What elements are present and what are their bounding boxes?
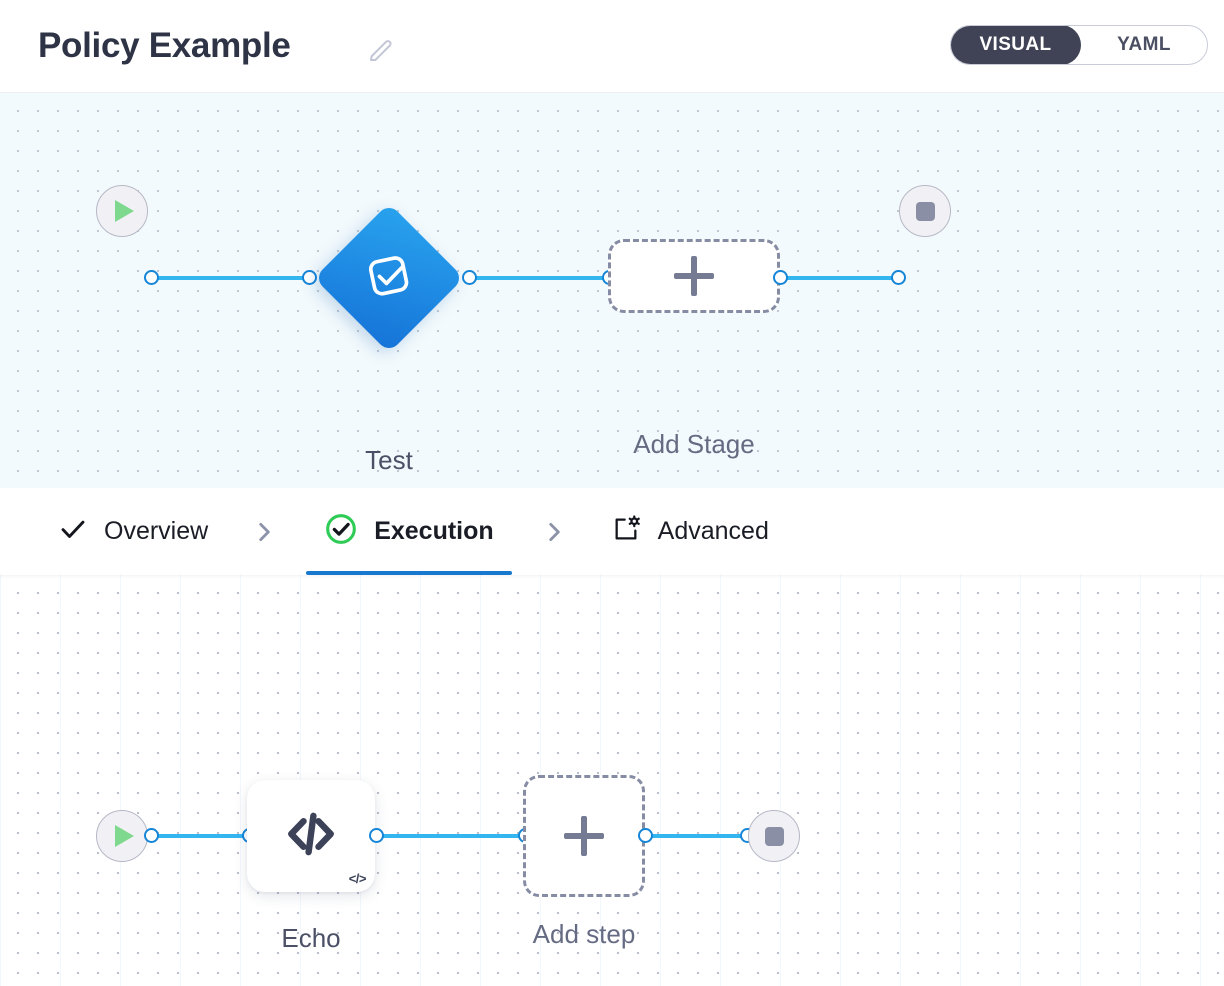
add-stage-button[interactable] bbox=[608, 239, 780, 313]
toggle-option-visual[interactable]: VISUAL bbox=[951, 26, 1081, 64]
stage-label-test: Test bbox=[365, 445, 413, 475]
connector-dot-addstage-out[interactable] bbox=[773, 270, 788, 285]
connector-dot-end-in[interactable] bbox=[891, 270, 906, 285]
stop-icon-2 bbox=[764, 826, 784, 846]
check-icon bbox=[58, 514, 88, 549]
step-label-echo: Echo bbox=[281, 923, 341, 953]
end-node-circle[interactable] bbox=[899, 185, 951, 237]
plus-icon bbox=[674, 256, 714, 296]
check-circle-icon bbox=[324, 512, 358, 551]
code-icon bbox=[279, 802, 343, 871]
stage-pipeline-canvas[interactable]: Test Add Stage bbox=[0, 93, 1224, 488]
step-pipeline-canvas[interactable]: </> Echo Add step bbox=[0, 575, 1224, 986]
page-header: Policy Example VISUAL YAML bbox=[0, 0, 1224, 93]
approval-check-icon bbox=[363, 250, 415, 307]
pencil-icon[interactable] bbox=[366, 35, 396, 65]
connector-dot-test-in[interactable] bbox=[302, 270, 317, 285]
chevron-right-icon bbox=[222, 519, 306, 545]
stage-node-test[interactable] bbox=[314, 203, 464, 353]
step-start-node-circle[interactable] bbox=[96, 810, 148, 862]
step-end-node[interactable] bbox=[748, 810, 800, 862]
connector-echo-to-addstep bbox=[376, 834, 530, 838]
connector-start-to-echo bbox=[152, 834, 258, 838]
play-icon-2 bbox=[115, 825, 134, 847]
connector-addstage-to-end bbox=[780, 276, 902, 280]
add-step-label: Add step bbox=[532, 919, 636, 949]
step-config-tabbar[interactable]: Overview Execution Advanced bbox=[0, 488, 1224, 575]
chevron-right-icon-2 bbox=[512, 519, 596, 545]
view-mode-toggle[interactable]: VISUAL YAML bbox=[950, 25, 1208, 65]
toggle-option-yaml[interactable]: YAML bbox=[1117, 34, 1171, 55]
pipeline-end-node[interactable] bbox=[899, 185, 951, 237]
connector-start-to-test bbox=[152, 276, 316, 280]
page-title: Policy Example bbox=[38, 26, 291, 65]
pipeline-start-node[interactable] bbox=[96, 185, 148, 237]
tab-overview[interactable]: Overview bbox=[44, 488, 222, 575]
connector-dot-start-out[interactable] bbox=[144, 270, 159, 285]
play-icon bbox=[115, 200, 134, 222]
stop-icon bbox=[915, 201, 935, 221]
plus-icon-2 bbox=[564, 816, 604, 856]
tab-advanced[interactable]: Advanced bbox=[596, 488, 783, 575]
code-badge-icon: </> bbox=[348, 871, 367, 886]
settings-window-icon bbox=[610, 513, 642, 550]
stage-diamond[interactable] bbox=[314, 203, 464, 353]
connector-addstep-to-end bbox=[645, 834, 755, 838]
start-node-circle[interactable] bbox=[96, 185, 148, 237]
tab-advanced-label: Advanced bbox=[657, 517, 769, 545]
connector-dot-step-start-out[interactable] bbox=[144, 828, 159, 843]
add-stage-label: Add Stage bbox=[633, 429, 755, 459]
tab-overview-label: Overview bbox=[104, 517, 209, 545]
connector-dot-test-out[interactable] bbox=[462, 270, 477, 285]
step-node-echo[interactable]: </> bbox=[247, 780, 375, 892]
add-step-button[interactable] bbox=[523, 775, 645, 897]
step-start-node[interactable] bbox=[96, 810, 148, 862]
tab-execution[interactable]: Execution bbox=[306, 488, 513, 575]
tab-execution-label: Execution bbox=[374, 517, 494, 545]
step-end-node-circle[interactable] bbox=[748, 810, 800, 862]
connector-test-to-addstage bbox=[468, 276, 618, 280]
connector-dot-addstep-out[interactable] bbox=[638, 828, 653, 843]
connector-dot-echo-out[interactable] bbox=[369, 828, 384, 843]
